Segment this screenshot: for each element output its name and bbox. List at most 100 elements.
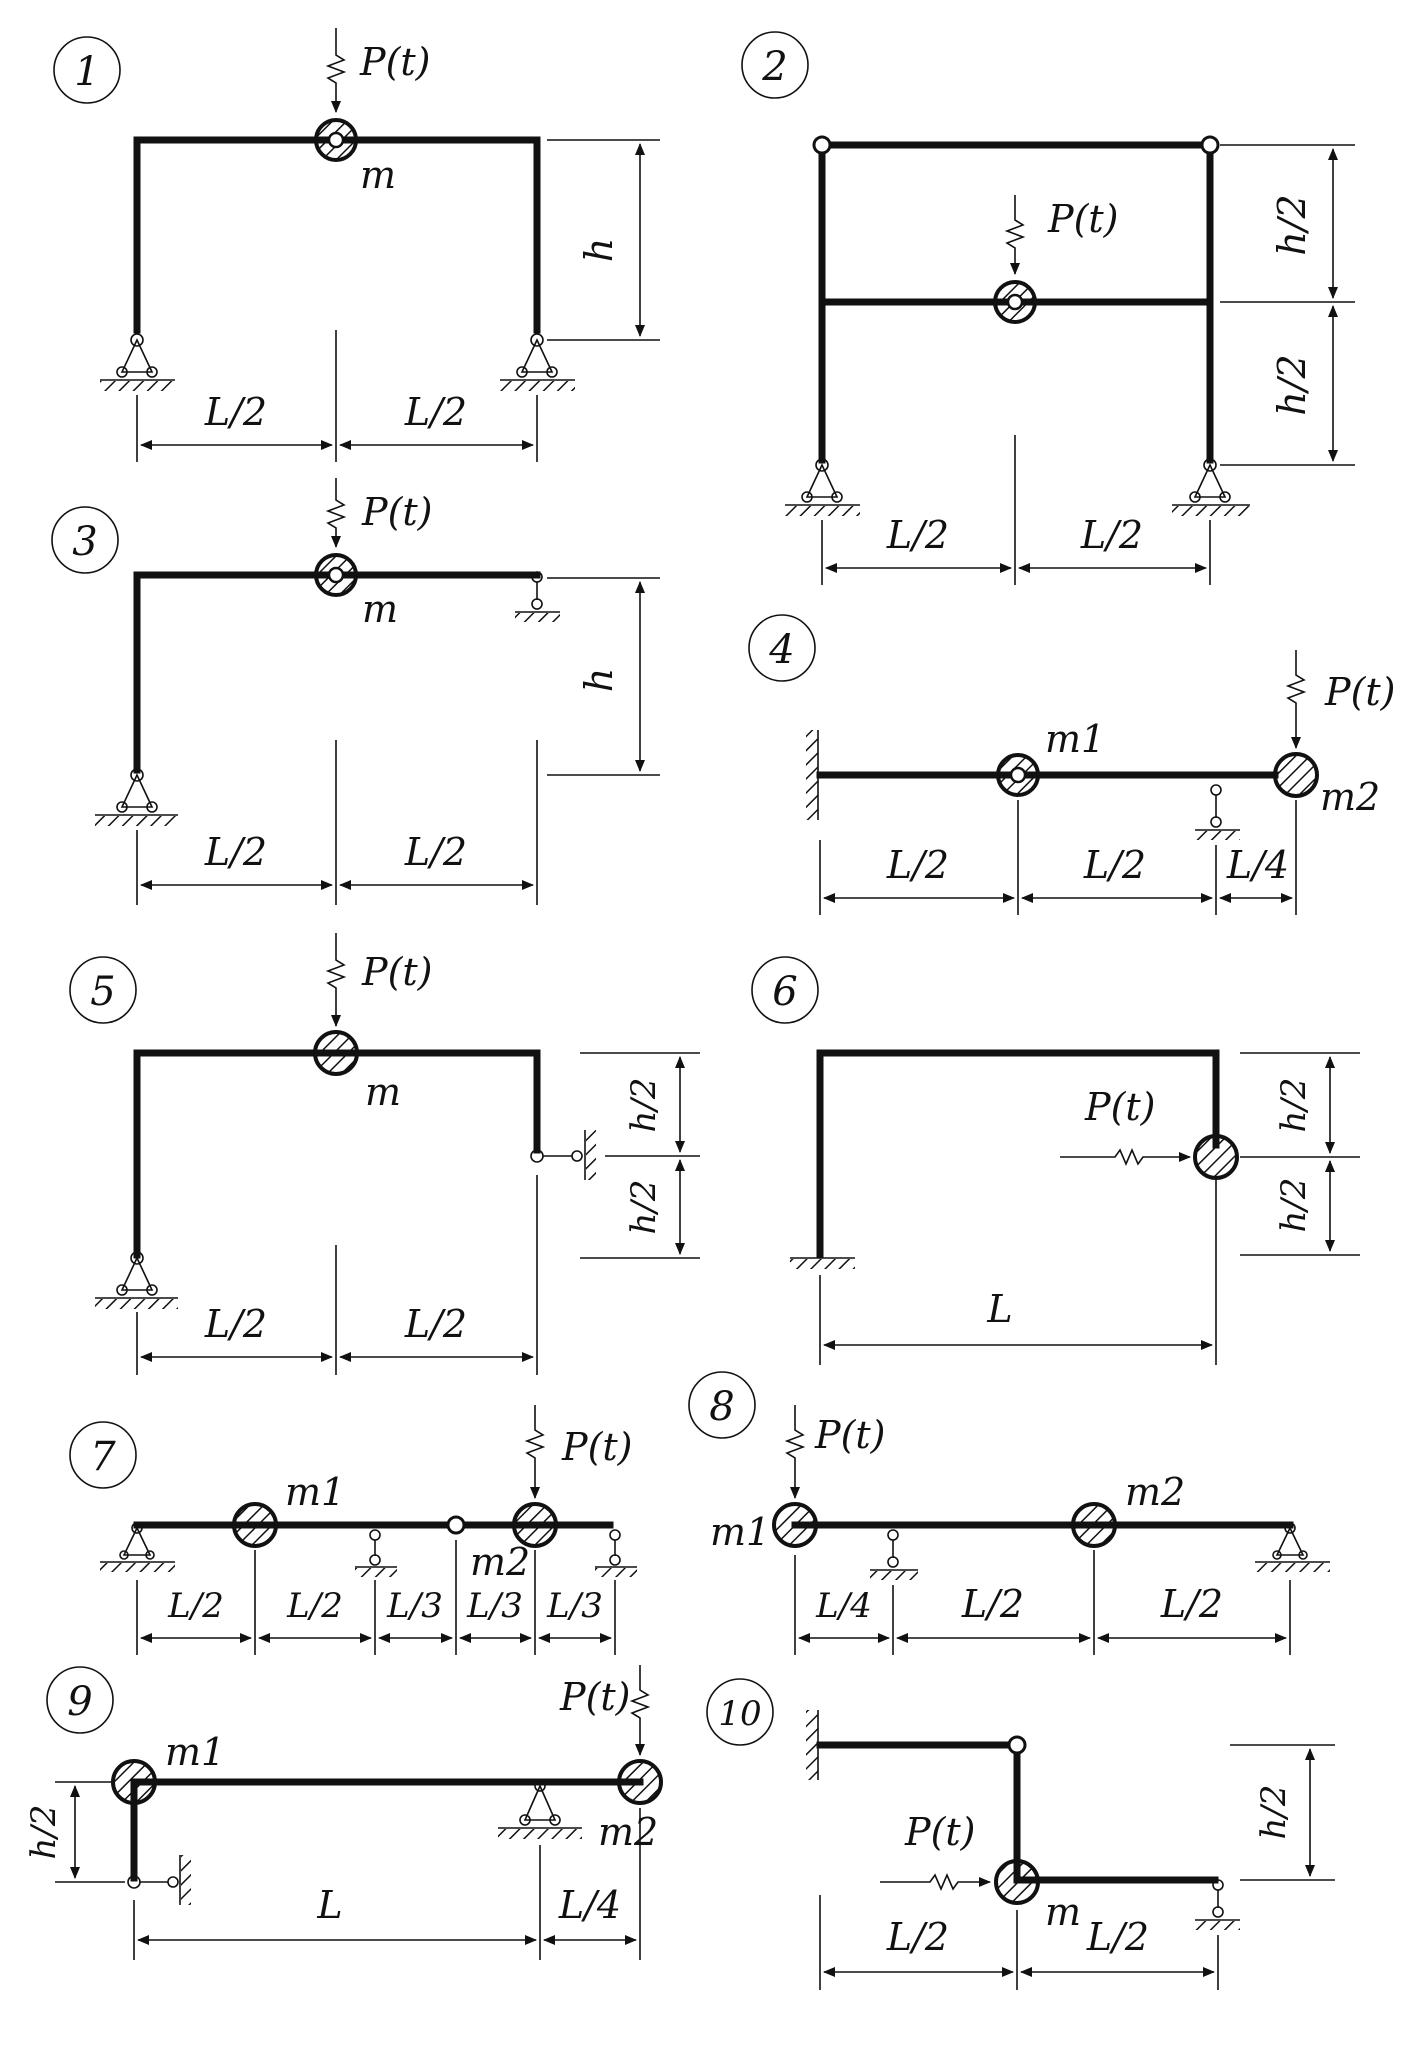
frame bbox=[818, 141, 1214, 464]
force-label: P(t) bbox=[361, 490, 433, 534]
horizontal-link-support bbox=[530, 1130, 596, 1180]
hinge bbox=[1007, 1735, 1027, 1755]
scheme-5: 5 m P(t) h/2 h/2 bbox=[69, 933, 700, 1375]
scheme-number-circle bbox=[46, 1666, 114, 1734]
dim-h2-label: h/2 bbox=[624, 1180, 664, 1235]
mass bbox=[772, 1502, 818, 1548]
scheme-number-circle bbox=[69, 956, 137, 1024]
dim-l2-label: L/2 bbox=[1083, 843, 1146, 887]
dim-l1-label: L/2 bbox=[167, 1586, 224, 1626]
mass-label: m bbox=[365, 1070, 401, 1114]
mass-label: m bbox=[362, 587, 398, 631]
mass1-label: m1 bbox=[1045, 717, 1105, 761]
dim-l1-label: L/2 bbox=[886, 513, 949, 557]
scheme-number: 7 bbox=[90, 1434, 116, 1480]
force-arrow bbox=[629, 1665, 651, 1756]
scheme-number: 4 bbox=[768, 627, 794, 673]
mass bbox=[1273, 752, 1319, 798]
dim-h1-label: h/2 bbox=[1274, 1078, 1314, 1133]
mass bbox=[617, 1759, 663, 1805]
mass bbox=[994, 1859, 1040, 1905]
pinned-support bbox=[1172, 458, 1250, 516]
force-label: P(t) bbox=[814, 1413, 886, 1457]
frame bbox=[133, 571, 541, 774]
force-arrow bbox=[784, 1405, 806, 1499]
mass bbox=[1071, 1502, 1117, 1548]
mass bbox=[996, 753, 1040, 797]
dim-h-label: h bbox=[577, 668, 621, 692]
scheme-number-circle bbox=[53, 36, 121, 104]
dim-l2-label: L/2 bbox=[1080, 513, 1143, 557]
scheme-number-circle bbox=[741, 31, 809, 99]
mass bbox=[313, 1030, 359, 1076]
scheme-8: 8 m1 P(t) m2 L/4 bbox=[688, 1371, 1330, 1655]
dim-l2-label: L/2 bbox=[961, 1582, 1024, 1626]
fixed-support bbox=[806, 1710, 819, 1780]
scheme-number-circle bbox=[688, 1371, 756, 1439]
roller-support bbox=[870, 1529, 918, 1580]
scheme-number-circle bbox=[751, 956, 819, 1024]
mass2-label: m2 bbox=[598, 1810, 658, 1854]
force-label: P(t) bbox=[1047, 197, 1119, 241]
scheme-number: 10 bbox=[718, 1694, 761, 1734]
mass bbox=[1193, 1134, 1239, 1180]
dim-h1-label: h/2 bbox=[624, 1078, 664, 1133]
dim-l2-label: L/2 bbox=[404, 390, 467, 434]
scheme-number: 6 bbox=[772, 969, 797, 1015]
dim-l5-label: L/3 bbox=[546, 1586, 603, 1626]
force-arrow bbox=[880, 1872, 991, 1892]
force-label: P(t) bbox=[561, 1425, 633, 1469]
scheme-number: 3 bbox=[72, 519, 97, 565]
roller-support bbox=[355, 1529, 397, 1577]
dim-l1-label: L bbox=[316, 1883, 342, 1927]
force-arrow bbox=[524, 1405, 546, 1499]
horizontal-link-support bbox=[127, 1855, 191, 1905]
dim-l3-label: L/4 bbox=[1226, 843, 1289, 887]
dim-l3-label: L/3 bbox=[386, 1586, 443, 1626]
scheme-3: 3 m P(t) h bbox=[51, 478, 660, 905]
force-arrow bbox=[325, 28, 347, 113]
frame bbox=[133, 136, 541, 334]
scheme-10: 10 m P(t) h/2 L/2 L/2 bbox=[706, 1678, 1335, 1990]
mass1-label: m1 bbox=[165, 1730, 225, 1774]
scheme-number-circle bbox=[706, 1678, 774, 1746]
pinned-support bbox=[95, 1251, 178, 1309]
dim-h-label: h bbox=[577, 238, 621, 262]
mass bbox=[314, 553, 358, 597]
scheme-number: 2 bbox=[761, 44, 787, 90]
scheme-number-circle bbox=[51, 506, 119, 574]
force-label: P(t) bbox=[1324, 670, 1396, 714]
dim-l2-label: L/2 bbox=[286, 1586, 343, 1626]
force-label: P(t) bbox=[559, 1675, 631, 1719]
dim-l1-label: L/2 bbox=[204, 390, 267, 434]
frame bbox=[816, 1049, 1220, 1259]
roller-support bbox=[1195, 784, 1240, 840]
force-arrow bbox=[325, 933, 347, 1027]
mass bbox=[512, 1502, 558, 1548]
pinned-support bbox=[100, 333, 175, 391]
mass2-label: m2 bbox=[1320, 775, 1380, 819]
scheme-number-circle bbox=[748, 614, 816, 682]
dim-l1-label: L/2 bbox=[886, 843, 949, 887]
dim-l1-label: L/2 bbox=[886, 1915, 949, 1959]
scheme-1: 1 m P(t) bbox=[53, 28, 660, 462]
scheme-number: 5 bbox=[90, 969, 115, 1015]
dim-h-label: h/2 bbox=[1254, 1785, 1294, 1840]
force-arrow bbox=[1285, 650, 1307, 749]
dim-l2-label: L/2 bbox=[404, 830, 467, 874]
force-arrow bbox=[1004, 195, 1026, 275]
pinned-support bbox=[498, 1780, 582, 1839]
dim-l1-label: L/4 bbox=[815, 1586, 872, 1626]
scheme-number: 1 bbox=[74, 49, 99, 95]
hinge bbox=[446, 1515, 466, 1535]
dim-l2-label: L/2 bbox=[404, 1302, 467, 1346]
dim-h1-label: h/2 bbox=[1270, 194, 1314, 255]
dim-l1-label: L/2 bbox=[204, 1302, 267, 1346]
pinned-support bbox=[500, 333, 575, 391]
dim-l4-label: L/3 bbox=[466, 1586, 523, 1626]
dim-l-label: L bbox=[986, 1287, 1012, 1331]
mass2-label: m2 bbox=[1125, 1470, 1185, 1514]
fixed-support bbox=[806, 730, 819, 820]
force-label: P(t) bbox=[359, 40, 431, 84]
dim-h2-label: h/2 bbox=[1270, 354, 1314, 415]
